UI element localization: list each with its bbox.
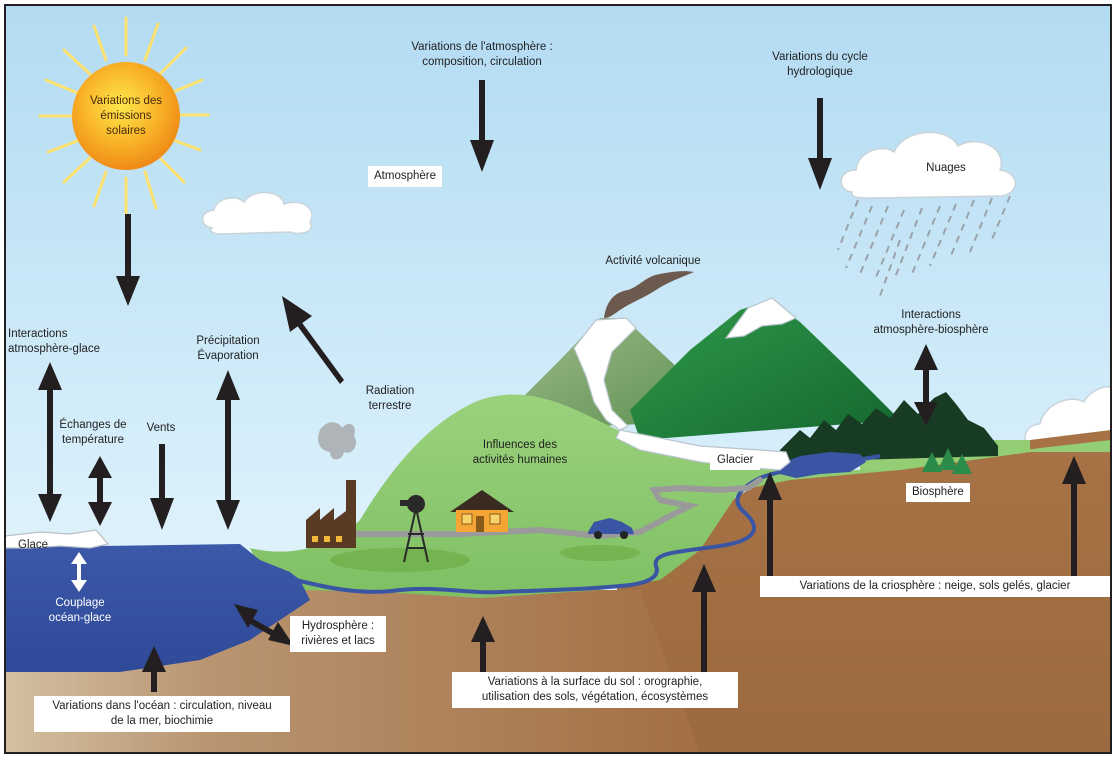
snow-right (724, 297, 798, 339)
factory-windows (312, 536, 342, 542)
arrow-cryo-1 (758, 472, 782, 576)
windmill (403, 507, 429, 563)
label-cryosphere: Variations de la criosphère : neige, sol… (760, 576, 1110, 597)
windmill-hub (407, 495, 425, 513)
arrow-solar-down (116, 214, 140, 306)
label-winds: Vents (146, 422, 176, 434)
lake (780, 452, 866, 478)
road (347, 477, 763, 540)
sun-rays (38, 16, 210, 215)
arrows (38, 80, 1086, 692)
arrow-winds (150, 444, 174, 530)
arrow-land-1 (471, 616, 495, 674)
mountain-right (630, 300, 900, 440)
arrow-atm-bio (914, 344, 938, 426)
label-glacier: Glacier (710, 451, 761, 470)
ice-shelf (4, 529, 110, 549)
arrow-land-2 (692, 564, 716, 674)
volcanic-smoke (604, 271, 694, 318)
cloud-big (840, 131, 1016, 199)
label-clouds: Nuages (926, 162, 966, 174)
car (588, 518, 634, 539)
ocean (5, 544, 310, 672)
label-atmosphere: Atmosphère (368, 166, 443, 187)
field (560, 545, 640, 561)
arrow-atm-ice (38, 362, 62, 522)
field (330, 548, 470, 572)
arrow-cryo-2 (1062, 456, 1086, 576)
rain (837, 195, 1011, 297)
label-ice: Glace (18, 539, 49, 551)
label-ocean: Variations dans l'océan : circulation, n… (34, 696, 290, 732)
arrow-ocean-up (142, 646, 166, 692)
house (450, 490, 514, 532)
factory-smoke (318, 422, 357, 460)
small-trees (922, 448, 972, 474)
label-atmosphere-variations: Variations de l'atmosphère :composition,… (411, 41, 553, 68)
forest (780, 392, 998, 462)
green-land (250, 394, 1111, 598)
frame-border (4, 4, 1112, 754)
cloud-small (201, 191, 313, 235)
river (295, 454, 881, 595)
snow-left (573, 317, 637, 431)
arrow-precip (216, 370, 240, 530)
label-land-surface: Variations à la surface du sol : orograp… (452, 672, 738, 708)
arrow-temp-exchange (88, 456, 112, 526)
arrow-ocean-ice-coupling (71, 552, 87, 592)
arrow-atmosphere-down (470, 80, 494, 172)
label-biosphere: Biosphère (906, 483, 970, 502)
sun (72, 62, 180, 170)
arrow-hydrosphere (234, 604, 294, 646)
label-hydrosphere: Hydrosphère :rivières et lacs (290, 616, 386, 652)
windmill-vane (400, 500, 414, 506)
label-volcanic: Activité volcanique (605, 255, 701, 267)
arrow-radiation (282, 296, 344, 384)
arrow-hydro-down (808, 98, 832, 190)
